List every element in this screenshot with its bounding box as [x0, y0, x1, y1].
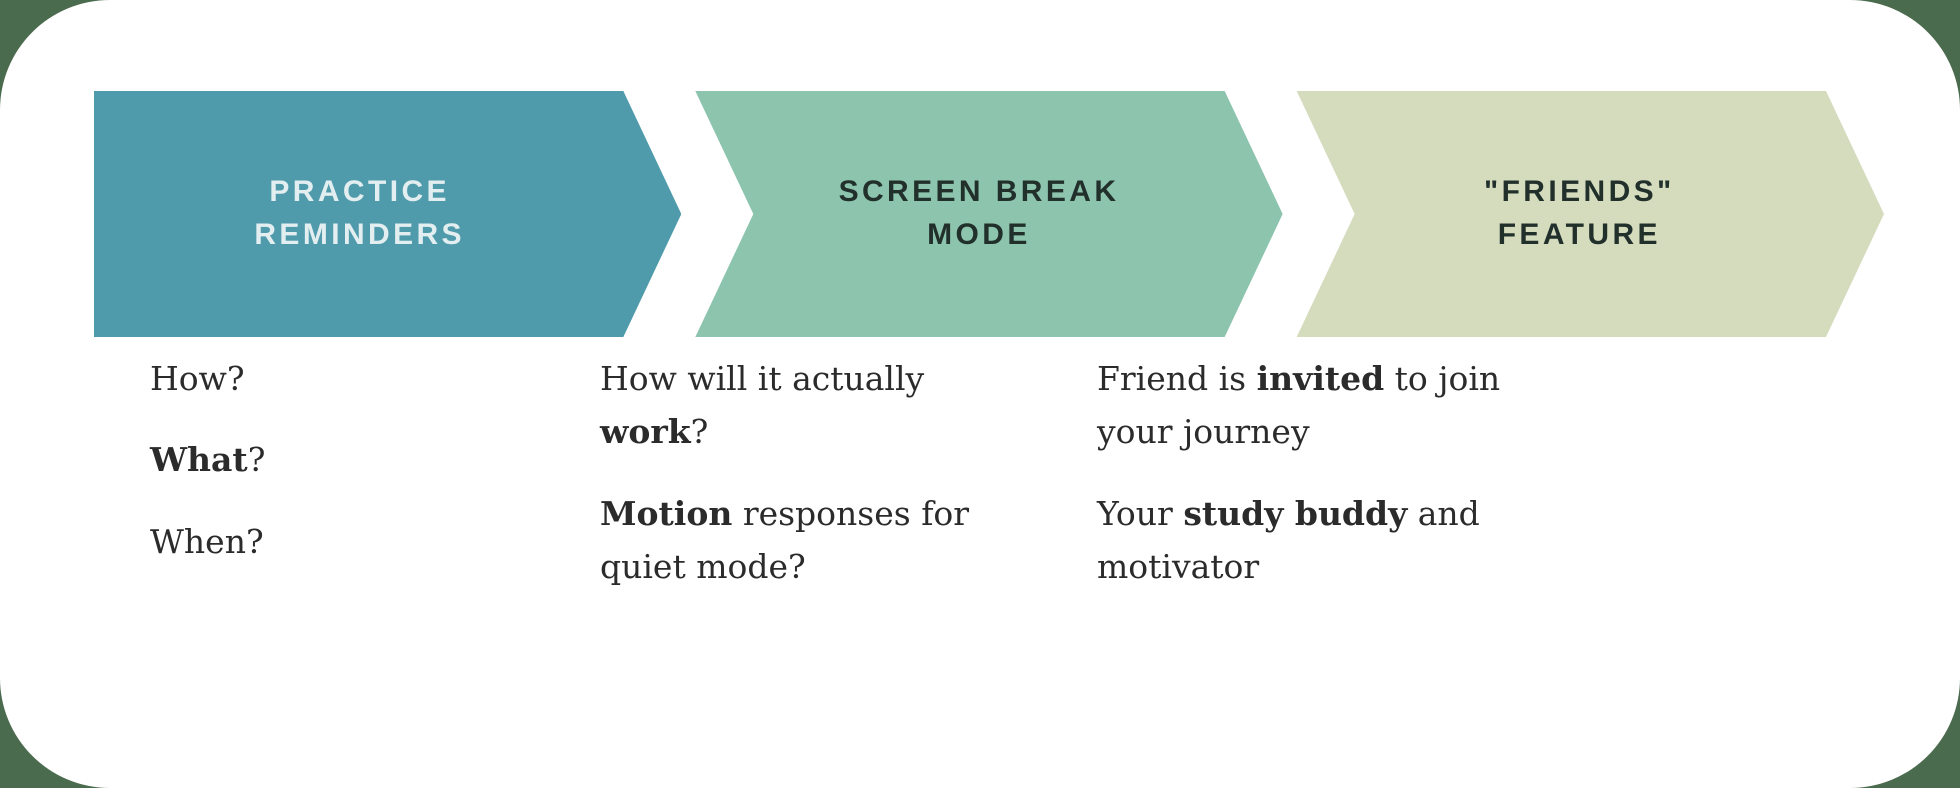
body-text-line: How will it actually work?	[600, 359, 925, 452]
emphasis-text: Motion	[600, 493, 733, 533]
emphasis-text: invited	[1256, 359, 1385, 398]
body-column-2: How will it actually work? Motion respons…	[544, 352, 1044, 594]
body-text-line: Your study buddy and motivator	[1097, 493, 1480, 587]
body-text-line: How?	[150, 359, 245, 398]
process-flow-chevrons: PRACTICE REMINDERS SCREEN BREAK MODE "FR…	[94, 91, 1884, 337]
body-column-1: How? What? When?	[94, 352, 544, 594]
body-text-line: What?	[150, 440, 266, 480]
chevron-step-2-title: SCREEN BREAK MODE	[838, 175, 1120, 251]
body-text-line: Motion responses for quiet mode?	[600, 493, 970, 587]
body-text-line: Friend is invited to join your journey	[1097, 359, 1501, 452]
emphasis-text: work	[600, 412, 691, 452]
body-text-line: When?	[150, 521, 264, 561]
chevron-step-2[interactable]: SCREEN BREAK MODE	[695, 91, 1282, 337]
chevron-step-1-title: PRACTICE REMINDERS	[254, 175, 465, 251]
chevron-step-3[interactable]: "FRIENDS" FEATURE	[1297, 91, 1884, 337]
emphasis-text: study buddy	[1183, 493, 1408, 533]
emphasis-text: What	[150, 440, 248, 480]
chevron-step-3-title: "FRIENDS" FEATURE	[1483, 175, 1675, 251]
chevron-step-1[interactable]: PRACTICE REMINDERS	[94, 91, 681, 337]
body-columns: How? What? When? How will it actually work…	[94, 352, 1894, 594]
